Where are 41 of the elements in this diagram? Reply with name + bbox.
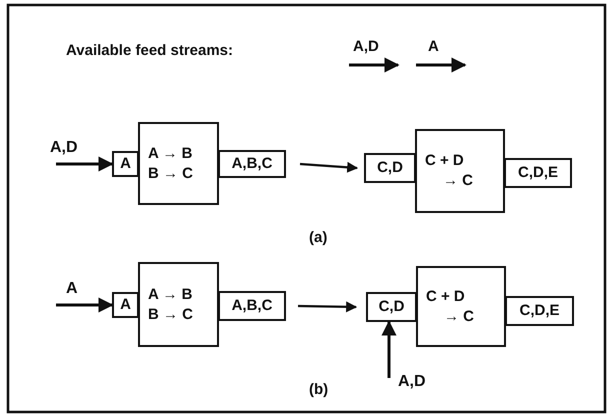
legend-label: A [428, 38, 439, 56]
stream-box [218, 150, 286, 178]
arrow [56, 156, 114, 172]
node-text: A,B,C [232, 296, 272, 316]
stream-box [218, 291, 286, 321]
stream-box [364, 153, 416, 183]
node-text: C,D,E [519, 301, 560, 321]
edge-label: A,D [50, 139, 78, 157]
legend-label: A,D [353, 38, 379, 56]
node-text: B → C [148, 304, 193, 324]
node-text: A [120, 154, 131, 174]
edge-label: A [66, 280, 78, 298]
node-text: → C [443, 171, 473, 191]
reactor-box [415, 129, 505, 213]
node-text: C,D,E [518, 163, 558, 183]
stream-box [112, 292, 139, 318]
stream-box [366, 292, 417, 322]
reactor-box [138, 262, 219, 347]
legend-title: Available feed streams: [66, 42, 234, 60]
caption-label: (b) [309, 381, 328, 399]
node-text: A [120, 295, 131, 315]
arrow [382, 320, 396, 378]
edge-label: A,D [398, 373, 426, 391]
node-text: C,D [378, 297, 404, 317]
node-text: A → B [148, 284, 192, 304]
node-text: C + D [425, 151, 464, 171]
node-text: A,B,C [232, 154, 272, 174]
reactor-box [138, 122, 219, 205]
reactor-box [416, 266, 506, 347]
arrow [298, 301, 358, 312]
node-text: A → B [148, 144, 192, 164]
caption-label: (a) [309, 229, 328, 247]
node-text: B → C [148, 164, 193, 184]
node-text: → C [444, 306, 474, 326]
arrow [300, 162, 358, 173]
stream-box [112, 151, 139, 177]
arrow [56, 298, 114, 312]
stream-box [504, 158, 572, 188]
stream-box [505, 296, 574, 326]
node-text: C + D [426, 286, 465, 306]
node-text: C,D [377, 158, 403, 178]
